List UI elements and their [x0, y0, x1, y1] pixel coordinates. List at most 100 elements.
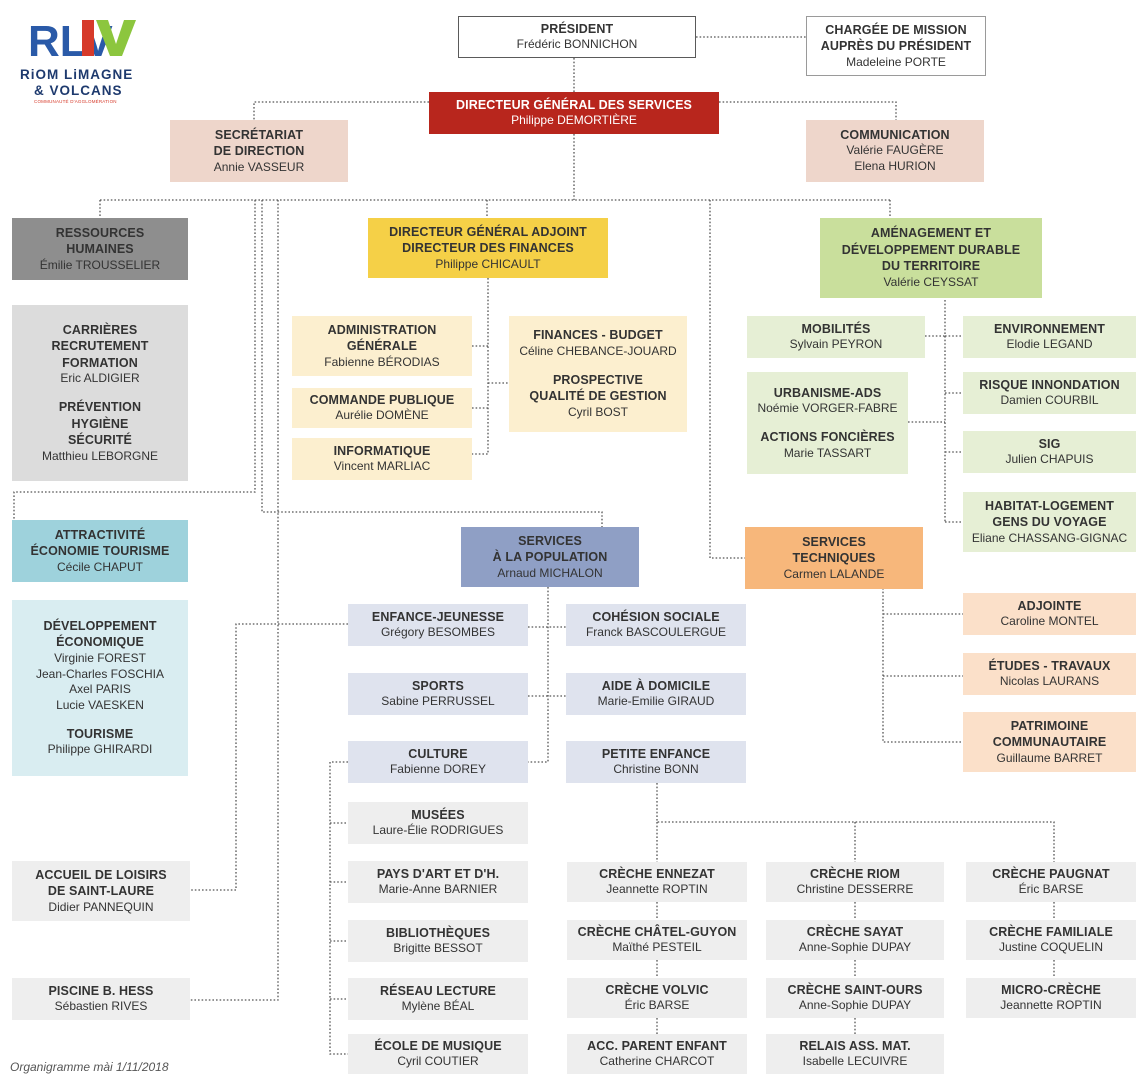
adjointe-name: Caroline MONTEL [1000, 614, 1099, 629]
piscine-title: PISCINE B. HESS [48, 983, 154, 998]
accueil-title1: ACCUEIL DE LOISIRS [35, 867, 167, 882]
commande-name: Aurélie DOMÈNE [335, 408, 429, 423]
etudes-box: ÉTUDES - TRAVAUX Nicolas LAURANS [963, 653, 1136, 695]
informatique-box: INFORMATIQUE Vincent MARLIAC [292, 438, 472, 480]
creche-riom-title: CRÈCHE RIOM [810, 866, 900, 881]
cohesion-name: Franck BASCOULERGUE [585, 625, 727, 640]
habitat-title2: GENS DU VOYAGE [992, 515, 1107, 530]
risque-box: RISQUE INNONDATION Damien COURBIL [963, 372, 1136, 414]
enfance-name: Grégory BESOMBES [380, 625, 496, 640]
creche-paugnat-box: CRÈCHE PAUGNAT Éric BARSE [966, 862, 1136, 902]
creche-chatel-box: CRÈCHE CHÂTEL-GUYON Maïthé PESTEIL [567, 920, 747, 960]
relais-box: RELAIS ASS. MAT. Isabelle LECUIVRE [766, 1034, 944, 1074]
petite-enfance-title: PETITE ENFANCE [601, 746, 711, 761]
creche-riom-box: CRÈCHE RIOM Christine DESSERRE [766, 862, 944, 902]
creche-volvic-name: Éric BARSE [624, 998, 690, 1013]
musees-name: Laure-Élie RODRIGUES [372, 823, 504, 838]
finances-b-title1: PROSPECTIVE [552, 372, 643, 387]
patrimoine-name: Guillaume BARRET [996, 750, 1103, 765]
finances-a-title: FINANCES - BUDGET [533, 328, 663, 343]
adjointe-box: ADJOINTE Caroline MONTEL [963, 593, 1136, 635]
habitat-title1: HABITAT-LOGEMENT [985, 498, 1114, 513]
charge-mission-title1: CHARGÉE DE MISSION [825, 22, 967, 37]
dev-eco-name-4: Lucie VAESKEN [56, 698, 144, 713]
creche-familiale-box: CRÈCHE FAMILIALE Justine COQUELIN [966, 920, 1136, 960]
micro-creche-title: MICRO-CRÈCHE [1001, 982, 1101, 997]
logo-line3: COMMUNAUTÉ D'AGGLOMÉRATION [34, 99, 117, 105]
attractivite-title2: ÉCONOMIE TOURISME [30, 544, 170, 559]
creche-ennezat-title: CRÈCHE ENNEZAT [599, 866, 715, 881]
creche-saint-ours-name: Anne-Sophie DUPAY [798, 998, 912, 1013]
aide-box: AIDE À DOMICILE Marie-Emilie GIRAUD [566, 673, 746, 715]
urbanisme-a-name: Noémie VORGER-FABRE [757, 401, 898, 416]
reseau-title: RÉSEAU LECTURE [380, 983, 496, 998]
rh-sub-a-name: Eric ALDIGIER [60, 371, 140, 386]
environnement-name: Elodie LEGAND [1006, 337, 1093, 352]
piscine-name: Sébastien RIVES [54, 999, 148, 1014]
creche-chatel-name: Maïthé PESTEIL [612, 940, 702, 955]
admin-gen-name: Fabienne BÉRODIAS [324, 354, 440, 369]
amenagement-box: AMÉNAGEMENT ET DÉVELOPPEMENT DURABLE DU … [820, 218, 1042, 298]
dev-eco-box: DÉVELOPPEMENT ÉCONOMIQUE Virginie FOREST… [12, 600, 188, 776]
secretariat-box: SECRÉTARIAT DE DIRECTION Annie VASSEUR [170, 120, 348, 182]
finances-a-name: Céline CHEBANCE-JOUARD [519, 343, 677, 358]
petite-enfance-name: Christine BONN [613, 762, 699, 777]
dgs-name: Philippe DEMORTIÈRE [511, 113, 637, 128]
tourisme-name: Philippe GHIRARDI [47, 742, 153, 757]
creche-volvic-box: CRÈCHE VOLVIC Éric BARSE [567, 978, 747, 1018]
logo-line1: RiOM LiMAGNE [20, 67, 134, 82]
charge-mission-title2: AUPRÈS DU PRÉSIDENT [820, 39, 972, 54]
accueil-name: Didier PANNEQUIN [48, 899, 154, 914]
services-pop-title1: SERVICES [518, 533, 582, 548]
micro-creche-box: MICRO-CRÈCHE Jeannette ROPTIN [966, 978, 1136, 1018]
admin-gen-title2: GÉNÉRALE [346, 339, 418, 354]
charge-mission-name: Madeleine PORTE [846, 54, 946, 69]
rh-sub-b-title3: SÉCURITÉ [67, 433, 132, 447]
services-tech-title1: SERVICES [802, 534, 866, 549]
pays-art-box: PAYS D'ART ET D'H. Marie-Anne BARNIER [348, 861, 528, 903]
president-title: PRÉSIDENT [540, 21, 614, 36]
dev-eco-title2: ÉCONOMIQUE [56, 635, 144, 650]
creche-paugnat-title: CRÈCHE PAUGNAT [992, 866, 1110, 881]
dgs-box: DIRECTEUR GÉNÉRAL DES SERVICES Philippe … [429, 92, 719, 134]
relais-name: Isabelle LECUIVRE [802, 1054, 908, 1069]
creche-riom-name: Christine DESSERRE [796, 882, 914, 897]
piscine-box: PISCINE B. HESS Sébastien RIVES [12, 978, 190, 1020]
dga-name: Philippe CHICAULT [435, 256, 541, 271]
creche-familiale-name: Justine COQUELIN [998, 940, 1104, 955]
informatique-name: Vincent MARLIAC [333, 459, 431, 474]
commande-box: COMMANDE PUBLIQUE Aurélie DOMÈNE [292, 388, 472, 428]
rh-sub-a-title1: CARRIÈRES [62, 322, 138, 337]
patrimoine-title1: PATRIMOINE [1010, 718, 1089, 733]
dev-eco-name-2: Jean-Charles FOSCHIA [35, 666, 165, 681]
sports-box: SPORTS Sabine PERRUSSEL [348, 673, 528, 715]
reseau-box: RÉSEAU LECTURE Mylène BÉAL [348, 978, 528, 1020]
logo-mark-icon: RLV [28, 17, 136, 66]
bibliotheques-box: BIBLIOTHÈQUES Brigitte BESSOT [348, 920, 528, 962]
creche-saint-ours-title: CRÈCHE SAINT-OURS [787, 982, 923, 997]
mobilites-name: Sylvain PEYRON [789, 337, 883, 352]
creche-volvic-title: CRÈCHE VOLVIC [605, 982, 709, 997]
admin-gen-title1: ADMINISTRATION [327, 322, 437, 337]
urbanisme-b-title: ACTIONS FONCIÈRES [760, 430, 895, 444]
risque-title: RISQUE INNONDATION [979, 377, 1120, 392]
communication-box: COMMUNICATION Valérie FAUGÈRE Elena HURI… [806, 120, 984, 182]
creche-sayat-box: CRÈCHE SAYAT Anne-Sophie DUPAY [766, 920, 944, 960]
aide-title: AIDE À DOMICILE [601, 678, 711, 693]
culture-title: CULTURE [408, 746, 468, 761]
urbanisme-box: URBANISME-ADS Noémie VORGER-FABRE ACTION… [747, 372, 908, 474]
rh-title2: HUMAINES [66, 242, 134, 257]
pays-art-name: Marie-Anne BARNIER [378, 882, 498, 897]
amenagement-title3: DU TERRITOIRE [881, 259, 981, 274]
acc-parent-box: ACC. PARENT ENFANT Catherine CHARCOT [567, 1034, 747, 1074]
sports-name: Sabine PERRUSSEL [381, 694, 495, 709]
services-tech-title2: TECHNIQUES [792, 551, 876, 566]
adjointe-title: ADJOINTE [1017, 598, 1082, 613]
dga-title1: DIRECTEUR GÉNÉRAL ADJOINT [389, 224, 587, 239]
services-pop-name: Arnaud MICHALON [497, 565, 603, 580]
footnote: Organigramme mài 1/11/2018 [10, 1060, 169, 1074]
patrimoine-title2: COMMUNAUTAIRE [992, 735, 1107, 750]
enfance-box: ENFANCE-JEUNESSE Grégory BESOMBES [348, 604, 528, 646]
attractivite-name: Cécile CHAPUT [56, 559, 143, 574]
logo: RLV RiOM LiMAGNE & VOLCANS COMMUNAUTÉ D'… [20, 12, 140, 122]
